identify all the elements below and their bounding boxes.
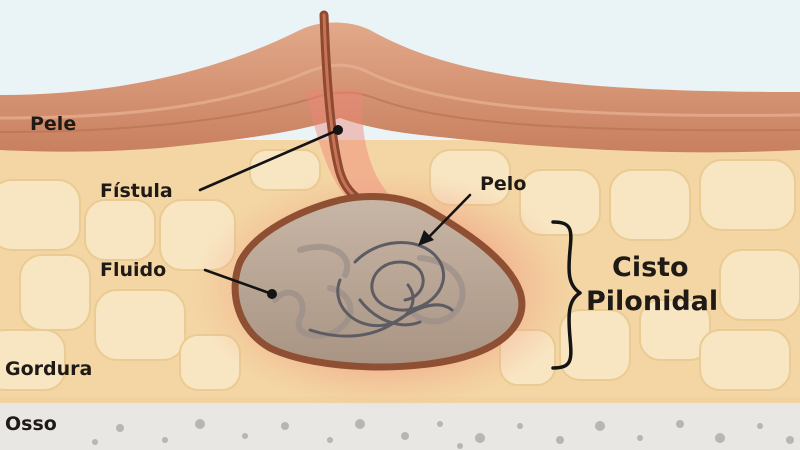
- fluid-marker-dot: [267, 289, 277, 299]
- skin-stripe: [0, 91, 800, 133]
- label-cyst-line1: Cisto: [612, 252, 689, 283]
- fistula-marker-dot: [333, 125, 343, 135]
- hair-arrowhead: [418, 230, 434, 246]
- fistula-highlight: [322, 13, 362, 202]
- label-fluid: Fluido: [100, 259, 166, 281]
- label-skin: Pele: [30, 113, 76, 135]
- hair-leader-line: [424, 193, 472, 242]
- cyst-bracket: [551, 220, 582, 370]
- hair-strands: [308, 241, 454, 338]
- label-cyst-line2: Pilonidal: [586, 286, 718, 317]
- label-fat: Gordura: [5, 358, 92, 380]
- label-fistula: Fístula: [100, 180, 173, 202]
- label-bone: Osso: [5, 413, 57, 435]
- fluid-leader-line: [203, 268, 274, 296]
- skin-stripe: [0, 63, 800, 120]
- label-hair: Pelo: [480, 173, 526, 195]
- cyst-body: [231, 192, 526, 371]
- bone-speckles: [92, 419, 794, 449]
- fistula-leader-line: [198, 128, 340, 192]
